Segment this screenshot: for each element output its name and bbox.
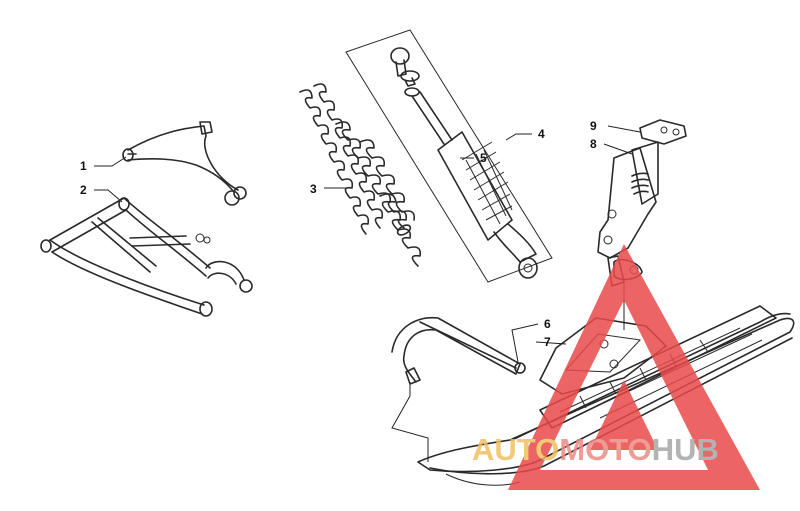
watermark-word-moto: MOTO <box>559 432 651 467</box>
callout-5: 5 <box>480 151 487 165</box>
callout-8: 8 <box>590 137 597 151</box>
lower-a-arm <box>40 197 253 317</box>
ski-spindle <box>597 119 687 287</box>
upper-a-arm <box>122 121 247 206</box>
coil-spring <box>299 83 422 267</box>
callout-3: 3 <box>310 182 317 196</box>
callout-1: 1 <box>80 159 87 173</box>
callout-4: 4 <box>538 127 545 141</box>
watermark-triangle-logo <box>508 244 760 490</box>
shock-absorber <box>345 29 553 283</box>
callout-6: 6 <box>544 317 551 331</box>
svg-text:AUTOMOTOHUB: AUTOMOTOHUB <box>472 432 719 467</box>
ski-skag <box>391 316 526 385</box>
leader-lines <box>94 125 641 462</box>
watermark: AUTOMOTOHUB <box>472 244 760 490</box>
callout-2: 2 <box>80 183 87 197</box>
watermark-word-auto: AUTO <box>472 432 559 467</box>
callout-9: 9 <box>590 119 597 133</box>
callouts: 1 2 3 4 5 6 7 8 9 <box>80 119 597 349</box>
watermark-word-hub: HUB <box>652 432 719 467</box>
callout-7: 7 <box>544 335 551 349</box>
